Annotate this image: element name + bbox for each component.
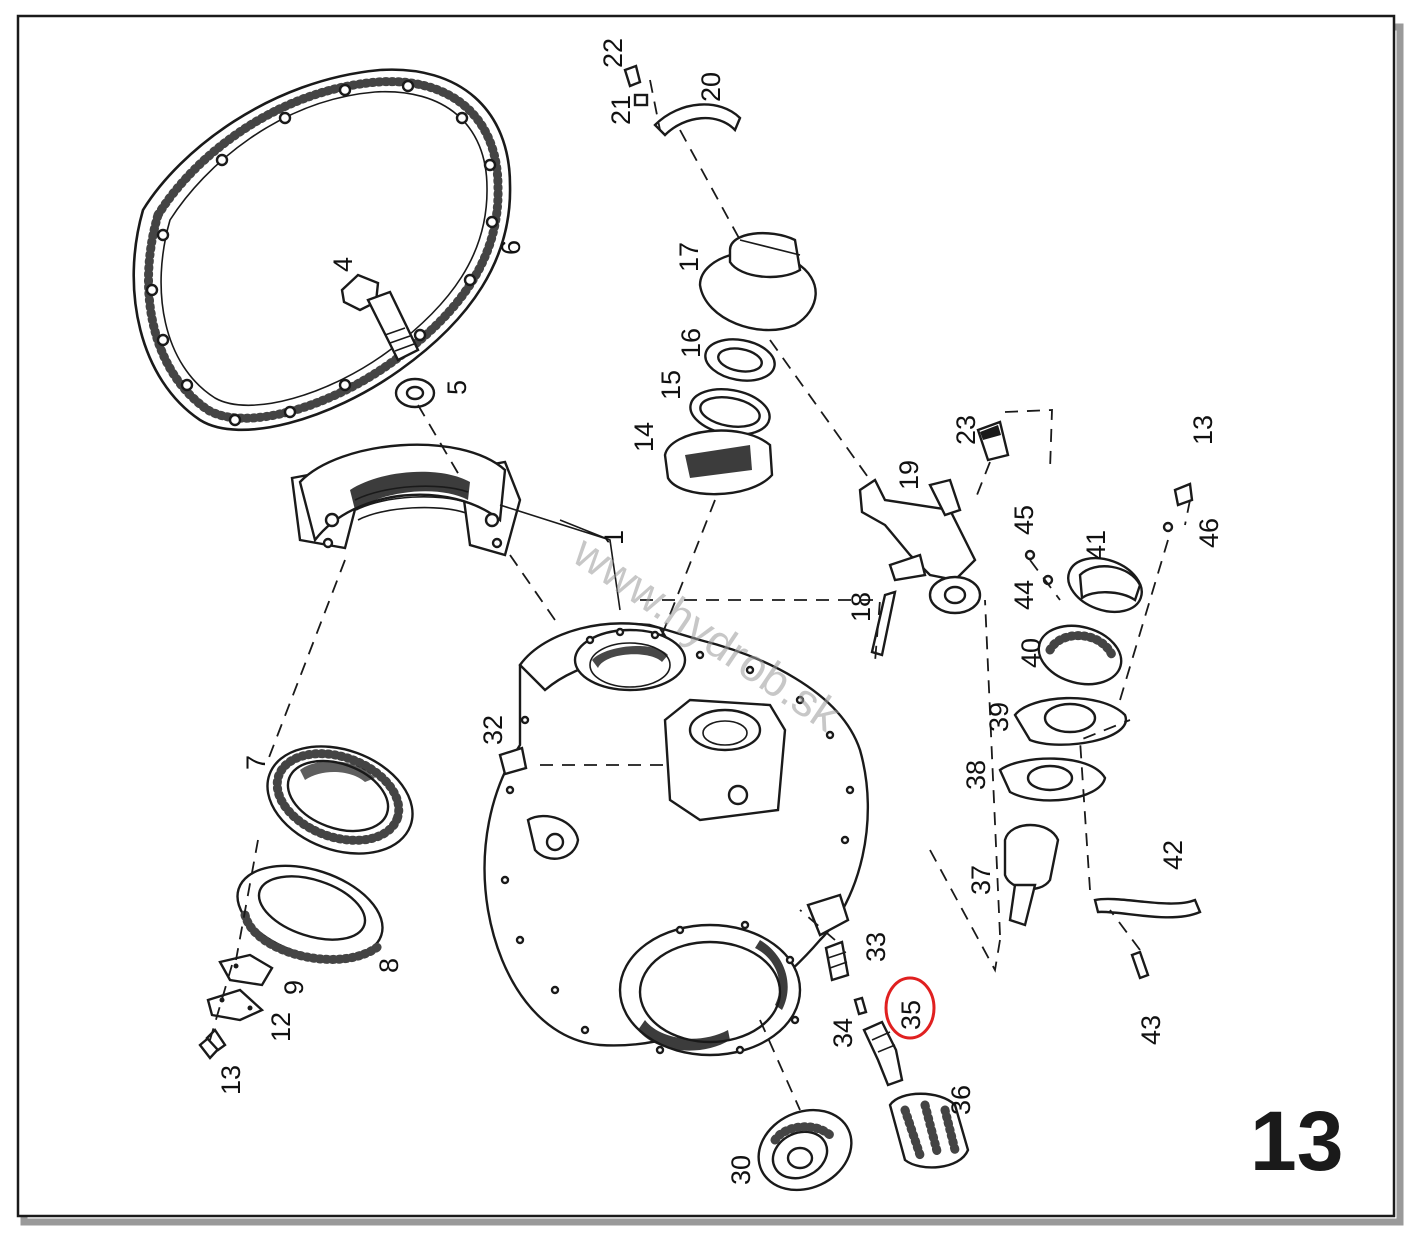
part-cover-41 xyxy=(1067,556,1143,614)
part-bearing-7 xyxy=(266,745,414,855)
label-part-41: 41 xyxy=(1081,530,1111,560)
label-part-16: 16 xyxy=(676,328,706,358)
label-part-43: 43 xyxy=(1136,1015,1166,1045)
part-washer-45 xyxy=(1024,549,1036,561)
part-main-housing xyxy=(483,622,870,1057)
label-part-38: 38 xyxy=(961,760,991,790)
part-switch-35 xyxy=(862,1020,904,1087)
label-part-4: 4 xyxy=(328,257,358,272)
part-screw-13-right xyxy=(1173,482,1194,507)
label-part-36: 36 xyxy=(946,1085,976,1115)
label-part-35: 35 xyxy=(896,1000,926,1030)
part-washer-5 xyxy=(394,377,436,409)
part-clip-42 xyxy=(1093,897,1202,919)
part-nut-21 xyxy=(633,93,649,107)
label-part-15: 15 xyxy=(656,370,686,400)
label-part-33: 33 xyxy=(861,932,891,962)
label-part-44: 44 xyxy=(1009,580,1039,610)
part-cap-40 xyxy=(1037,624,1123,686)
part-fork-19 xyxy=(858,478,982,615)
label-part-32: 32 xyxy=(478,715,508,745)
part-pin-18 xyxy=(870,590,897,657)
label-part-30: 30 xyxy=(726,1155,756,1185)
part-washer-46 xyxy=(1162,521,1174,533)
part-plug-23 xyxy=(976,420,1010,462)
label-part-37: 37 xyxy=(966,865,996,895)
page-number: 13 xyxy=(1250,1094,1343,1188)
label-part-23: 23 xyxy=(951,415,981,445)
part-sender-37 xyxy=(1003,823,1060,927)
part-gear-17 xyxy=(698,231,817,332)
part-screw-43 xyxy=(1130,950,1150,980)
label-part-9: 9 xyxy=(279,980,309,995)
part-bearing-cap xyxy=(290,443,522,557)
part-ring-15 xyxy=(689,388,771,436)
part-plug-32 xyxy=(498,746,528,776)
label-part-8: 8 xyxy=(374,958,404,973)
part-bolt-4 xyxy=(340,273,420,362)
label-part-21: 21 xyxy=(606,95,636,125)
part-clamp-20 xyxy=(653,103,742,137)
label-part-17: 17 xyxy=(674,242,704,272)
label-part-22: 22 xyxy=(598,38,628,68)
label-part-13-right: 13 xyxy=(1188,415,1218,445)
label-part-39: 39 xyxy=(984,702,1014,732)
leader-part-1 xyxy=(499,504,621,611)
label-part-46: 46 xyxy=(1194,518,1224,548)
part-ring-8 xyxy=(236,864,385,964)
part-flange-39 xyxy=(1013,696,1127,746)
label-part-18: 18 xyxy=(846,592,876,622)
label-part-5: 5 xyxy=(442,380,472,395)
label-part-45: 45 xyxy=(1009,505,1039,535)
part-plate-12 xyxy=(206,988,265,1022)
part-gasket-6 xyxy=(132,68,512,432)
label-part-13-left: 13 xyxy=(216,1065,246,1095)
label-part-42: 42 xyxy=(1158,840,1188,870)
label-part-6: 6 xyxy=(496,240,526,255)
label-part-40: 40 xyxy=(1016,638,1046,668)
label-part-20: 20 xyxy=(696,72,726,102)
part-plug-33 xyxy=(824,940,850,982)
part-bolt-22 xyxy=(623,64,642,88)
part-labels: 1 4 5 6 7 8 9 12 13 13 14 15 16 17 18 19… xyxy=(216,38,1224,1185)
assembly-lines xyxy=(209,79,1191,1111)
part-bearing-30 xyxy=(757,1108,853,1192)
label-part-7: 7 xyxy=(241,755,271,770)
part-hub-14 xyxy=(663,429,774,496)
part-screw-34 xyxy=(853,996,868,1016)
part-filter-36 xyxy=(888,1092,970,1169)
label-part-1: 1 xyxy=(599,530,629,545)
part-ring-16 xyxy=(704,338,776,382)
label-part-14: 14 xyxy=(629,422,659,452)
label-part-12: 12 xyxy=(266,1012,296,1042)
label-part-34: 34 xyxy=(828,1018,858,1048)
part-gasket-38 xyxy=(998,757,1107,802)
highlight-circle xyxy=(884,976,936,1040)
label-part-19: 19 xyxy=(894,460,924,490)
